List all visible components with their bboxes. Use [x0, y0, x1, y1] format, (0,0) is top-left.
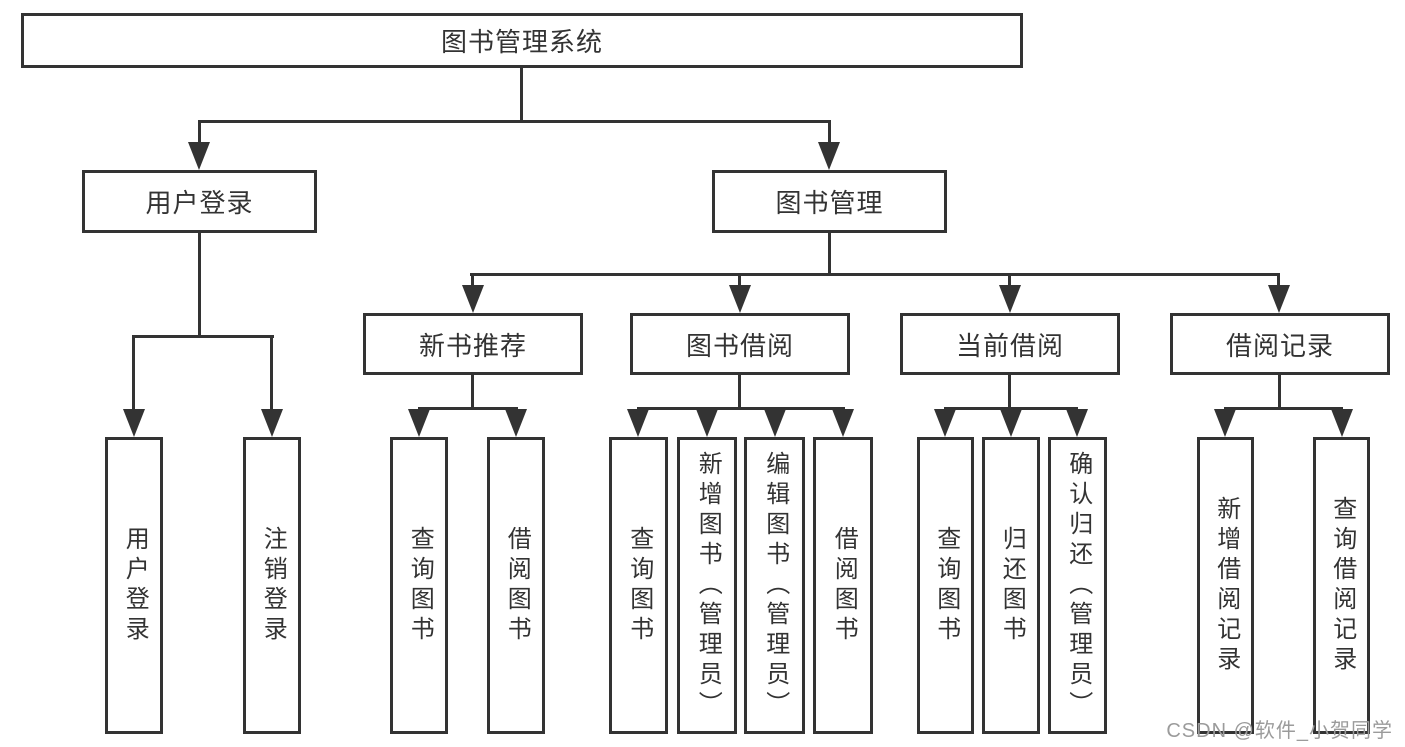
node-book-management: 图书管理 [712, 170, 947, 233]
arrow-down-icon [1268, 285, 1290, 313]
node-book-borrowing: 图书借阅 [630, 313, 850, 375]
connector-current-rail [944, 407, 1078, 410]
node-library-management-system: 图书管理系统 [21, 13, 1023, 68]
connector-recommend-rail [418, 407, 518, 410]
connector-records-rail [1224, 407, 1343, 410]
connector-borrow-stem [738, 375, 741, 407]
arrow-down-icon [505, 409, 527, 437]
leaf-current-return-books: 归还图书 [982, 437, 1040, 734]
connector-stem [738, 273, 741, 287]
leaf-current-query-books: 查询图书 [917, 437, 974, 734]
node-user-login: 用户登录 [82, 170, 317, 233]
node-label: 用户登录 [121, 525, 149, 646]
connector-login-stem [198, 233, 201, 335]
connector-management-stem [828, 233, 831, 273]
node-label: 查询图书 [625, 525, 653, 646]
node-label: 当前借阅 [955, 330, 1064, 361]
leaf-current-confirm-return-admin: 确认归还（管理员） [1048, 437, 1107, 734]
node-borrowing-records: 借阅记录 [1170, 313, 1390, 375]
arrow-down-icon [188, 142, 210, 170]
node-label: 借阅图书 [830, 525, 858, 646]
arrow-down-icon [832, 409, 854, 437]
leaf-records-add-borrow-record: 新增借阅记录 [1197, 437, 1254, 734]
connector-root-stem [520, 68, 523, 120]
connector-login-rail [133, 335, 274, 338]
connector-current-stem [1008, 375, 1011, 407]
connector-stem [471, 273, 474, 287]
node-new-book-recommendation: 新书推荐 [363, 313, 583, 375]
arrow-down-icon [934, 409, 956, 437]
arrow-down-icon [696, 409, 718, 437]
arrow-down-icon [818, 142, 840, 170]
node-label: 新增图书（管理员） [694, 450, 722, 721]
arrow-down-icon [764, 409, 786, 437]
node-label: 编辑图书（管理员） [761, 450, 789, 721]
arrow-down-icon [1331, 409, 1353, 437]
node-label: 借阅记录 [1225, 330, 1334, 361]
node-label: 查询图书 [932, 525, 960, 646]
leaf-recommend-query-books: 查询图书 [390, 437, 448, 734]
arrow-down-icon [729, 285, 751, 313]
node-label: 新增借阅记录 [1212, 495, 1240, 676]
arrow-down-icon [462, 285, 484, 313]
connector-recommend-stem [471, 375, 474, 407]
node-label: 借阅图书 [503, 525, 531, 646]
arrow-down-icon [999, 285, 1021, 313]
connector-stem [132, 335, 135, 411]
node-label: 归还图书 [998, 525, 1026, 646]
connector-stem [270, 335, 273, 411]
csdn-watermark: CSDN @软件_小贺同学 [1166, 720, 1393, 742]
arrow-down-icon [627, 409, 649, 437]
node-current-borrowing: 当前借阅 [900, 313, 1120, 375]
arrow-down-icon [261, 409, 283, 437]
node-label: 图书管理系统 [440, 27, 603, 57]
node-label: 图书借阅 [685, 330, 794, 361]
leaf-borrow-query-books: 查询图书 [609, 437, 668, 734]
node-label: 查询图书 [406, 525, 434, 646]
leaf-recommend-borrow-books: 借阅图书 [487, 437, 545, 734]
arrow-down-icon [408, 409, 430, 437]
leaf-records-query-borrow-record: 查询借阅记录 [1313, 437, 1370, 734]
leaf-borrow-borrow-books: 借阅图书 [813, 437, 873, 734]
node-label: 新书推荐 [418, 330, 527, 361]
leaf-logout: 注销登录 [243, 437, 301, 734]
connector-stem [1277, 273, 1280, 287]
connector-level1-rail [198, 120, 831, 123]
arrow-down-icon [1214, 409, 1236, 437]
connector-stem [198, 120, 201, 144]
connector-level2-rail [470, 273, 1280, 276]
leaf-user-login: 用户登录 [105, 437, 163, 734]
arrow-down-icon [123, 409, 145, 437]
leaf-borrow-add-books-admin: 新增图书（管理员） [677, 437, 737, 734]
arrow-down-icon [1066, 409, 1088, 437]
node-label: 用户登录 [145, 188, 254, 218]
node-label: 查询借阅记录 [1328, 495, 1356, 676]
node-label: 确认归还（管理员） [1064, 450, 1092, 721]
node-label: 图书管理 [775, 188, 884, 218]
connector-borrow-rail [637, 407, 845, 410]
connector-records-stem [1278, 375, 1281, 407]
leaf-borrow-edit-books-admin: 编辑图书（管理员） [744, 437, 805, 734]
arrow-down-icon [1000, 409, 1022, 437]
connector-stem [1008, 273, 1011, 287]
node-label: 注销登录 [259, 525, 287, 646]
connector-stem [828, 120, 831, 144]
